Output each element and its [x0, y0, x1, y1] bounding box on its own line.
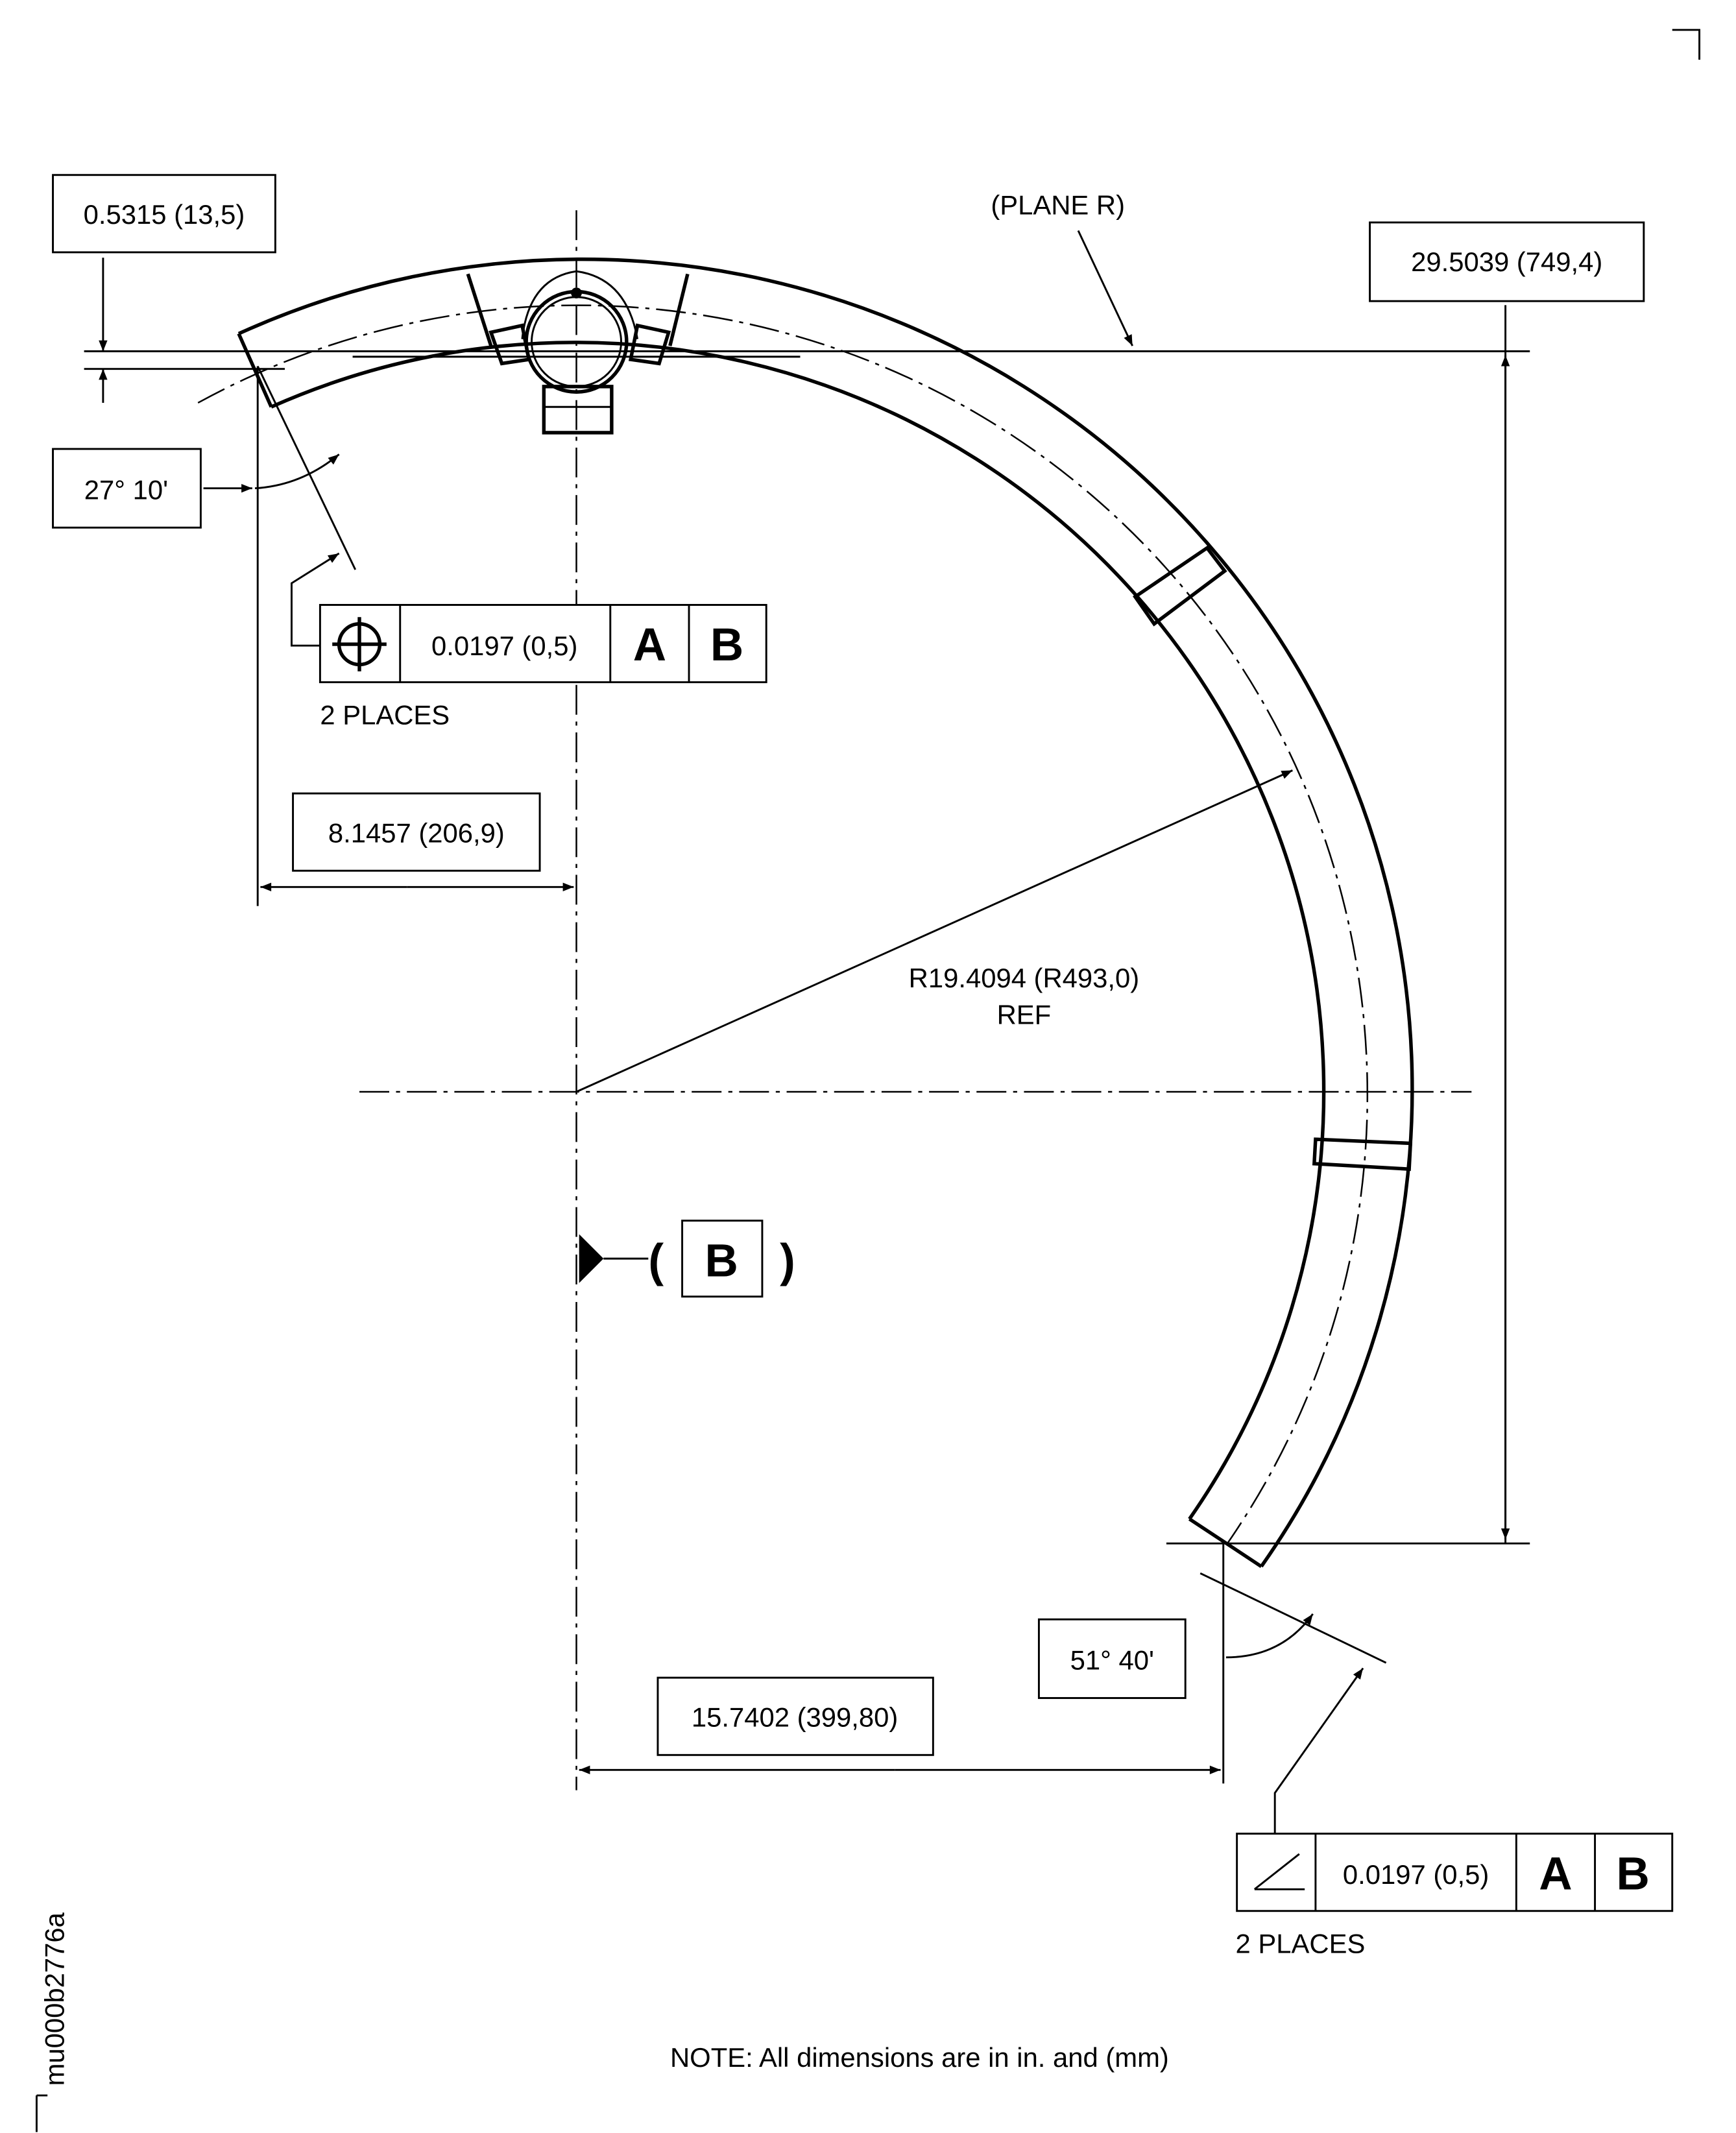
- fcf-position-datum-a: A: [633, 620, 666, 671]
- dim-box-angle-right: [1037, 1618, 1187, 1699]
- units-note: NOTE: All dimensions are in in. and (mm): [670, 2042, 1169, 2073]
- figure-id: mu000b2776a: [39, 1912, 69, 2086]
- band-upper: [1133, 545, 1227, 627]
- dim-offset-top: 0.5315 (13,5): [84, 199, 245, 230]
- plane-r-label: (PLANE R): [991, 189, 1125, 220]
- position-icon: [332, 617, 387, 671]
- fitting: [352, 270, 801, 435]
- fcf-position-datum-b: B: [710, 620, 743, 671]
- fcf-position: 0.0197 (0,5) A B: [319, 603, 767, 684]
- dim-offset-right: 15.7402 (399,80): [692, 1702, 898, 1732]
- dim-box-angle-left: [52, 448, 202, 529]
- fcf-position-note: 2 PLACES: [320, 699, 450, 730]
- curved-tube: [197, 257, 1414, 1568]
- band-lower: [1312, 1137, 1413, 1172]
- dim-box-offset-left: [292, 792, 541, 872]
- datum-label: B: [705, 1235, 738, 1286]
- fcf-angularity-datum-a: A: [1539, 1848, 1572, 1899]
- dim-height: 29.5039 (749,4): [1411, 247, 1602, 277]
- fcf-angularity: 0.0197 (0,5) A B: [1236, 1833, 1674, 1912]
- dim-offset-left: 8.1457 (206,9): [328, 817, 505, 848]
- fcf-position-tolerance: 0.0197 (0,5): [431, 631, 577, 661]
- datum-close-paren: ): [780, 1235, 795, 1286]
- dim-box-offset-right: [657, 1676, 934, 1756]
- dim-angle-right: 51° 40': [1070, 1645, 1154, 1676]
- datum-open-paren: (: [648, 1235, 664, 1286]
- corner-mark: [1672, 29, 1701, 60]
- dim-box-offset-top: [52, 174, 276, 254]
- fcf-angularity-note: 2 PLACES: [1236, 1929, 1366, 1959]
- angularity-icon: [1253, 1853, 1305, 1890]
- dim-radius: R19.4094 (R493,0): [909, 963, 1140, 993]
- fcf-angularity-datum-b: B: [1616, 1848, 1649, 1899]
- dim-radius-ref: REF: [997, 999, 1052, 1030]
- dim-box-height: [1369, 221, 1645, 302]
- fcf-angularity-tolerance: 0.0197 (0,5): [1343, 1859, 1489, 1890]
- datum-b-symbol: ( B ): [579, 1220, 795, 1298]
- dim-angle-left: 27° 10': [84, 474, 168, 505]
